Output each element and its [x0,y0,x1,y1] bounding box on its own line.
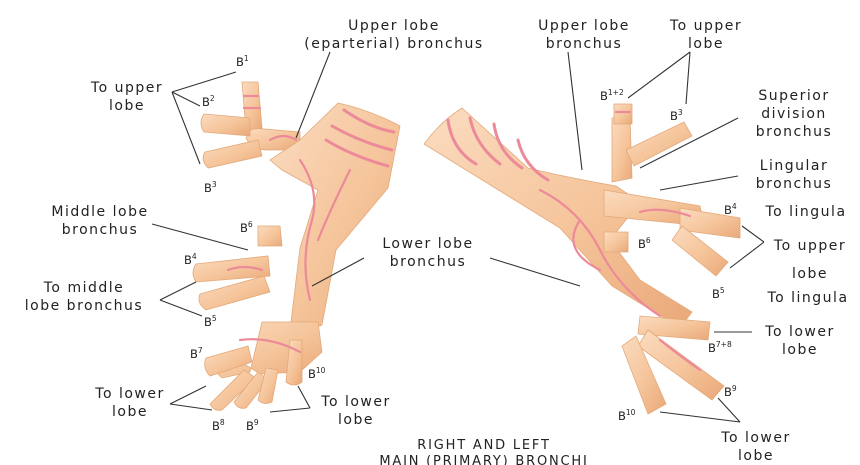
left-upper-lobe-line1: Upper lobe [538,18,630,34]
right-upper-lobe-label-line2: (eparterial) bronchus [304,36,483,52]
right-bronchus-illustration [193,82,400,410]
right-middle-lobe-line2: bronchus [62,222,139,238]
right-to-middle-lobe-line1: To middle [43,280,125,296]
leader-left-to-lower-lobe-bottom [660,398,740,422]
left-superior-division-line3: bronchus [756,124,833,140]
left-b6-code: B6 [638,236,651,251]
leader-left-upper-lobe [568,52,582,170]
left-b4-code: B4 [724,202,737,217]
right-to-upper-lobe-line2: lobe [109,98,145,114]
right-b4-code: B4 [184,252,197,267]
left-bronchus-illustration [424,104,740,414]
right-to-upper-lobe-line1: To upper [90,80,163,96]
leader-right-to-lower-lobe-right [270,386,310,412]
left-b6-tube [604,232,628,252]
right-b3-tube [203,140,262,168]
right-b5-code: B5 [204,314,217,329]
right-lower-lobe-line1: Lower lobe [382,236,473,252]
left-to-upper-lobe-mid-line2: lobe [792,266,828,282]
left-to-lower-lobe-mid-line1: To lower [764,324,834,340]
right-b6-tube [258,226,282,246]
right-to-middle-lobe-line2: lobe bronchus [25,298,143,314]
right-to-lower-lobe-left-line2: lobe [112,404,148,420]
left-superior-division-line1: Superior [758,88,829,104]
title-line1: RIGHT AND LEFT [417,438,550,453]
left-b3-code: B3 [670,108,683,123]
right-b7-code: B7 [190,346,203,361]
right-lower-lobe-line2: bronchus [390,254,467,270]
left-superior-division-line2: division [761,106,827,122]
left-b10-code: B10 [618,408,636,423]
diagram-title: RIGHT AND LEFT MAIN (PRIMARY) BRONCHI [379,438,588,465]
left-lingular-line2: bronchus [756,176,833,192]
leader-right-to-middle-lobe [160,282,202,316]
leader-left-lower-lobe [490,258,580,286]
right-b9-code: B9 [246,418,259,433]
left-to-lingula-2: To lingula [766,290,848,306]
left-to-lingula-1: To lingula [764,204,846,220]
right-b1-code: B1 [236,54,249,69]
left-upper-lobe-line2: bronchus [546,36,623,52]
left-b7-8-code: B7+8 [708,340,732,355]
right-to-lower-lobe-right-line1: To lower [320,394,390,410]
left-lingular-line1: Lingular [760,158,829,174]
left-b9-code: B9 [724,384,737,399]
leader-right-middle-lobe [152,224,248,250]
left-to-upper-lobe-top-line1: To upper [669,18,742,34]
leader-right-to-lower-lobe-left [170,386,212,410]
left-b3-tube [626,122,692,166]
leader-left-to-upper-lobe-top [628,52,690,104]
right-middle-lobe-line1: Middle lobe [51,204,148,220]
left-to-lower-lobe-bottom-line2: lobe [738,448,774,464]
left-to-lower-lobe-bottom-line1: To lower [720,430,790,446]
right-b3-code: B3 [204,180,217,195]
left-b1-2-tube [614,104,632,124]
right-b2-code: B2 [202,94,215,109]
right-b8-code: B8 [212,418,225,433]
right-b6-code: B6 [240,220,253,235]
left-b1-2-code: B1+2 [600,88,624,103]
left-b5-code: B5 [712,286,725,301]
left-to-upper-lobe-mid-line1: To upper [773,238,846,254]
right-b10-code: B10 [308,366,326,381]
right-to-lower-lobe-left-line1: To lower [94,386,164,402]
right-to-lower-lobe-right-line2: lobe [338,412,374,428]
title-line2: MAIN (PRIMARY) BRONCHI [379,454,588,465]
right-b2-tube [201,114,250,136]
left-to-upper-lobe-top-line2: lobe [688,36,724,52]
leader-left-lingular [660,176,738,190]
left-to-lower-lobe-mid-line2: lobe [782,342,818,358]
right-upper-lobe-label-line1: Upper lobe [348,18,440,34]
